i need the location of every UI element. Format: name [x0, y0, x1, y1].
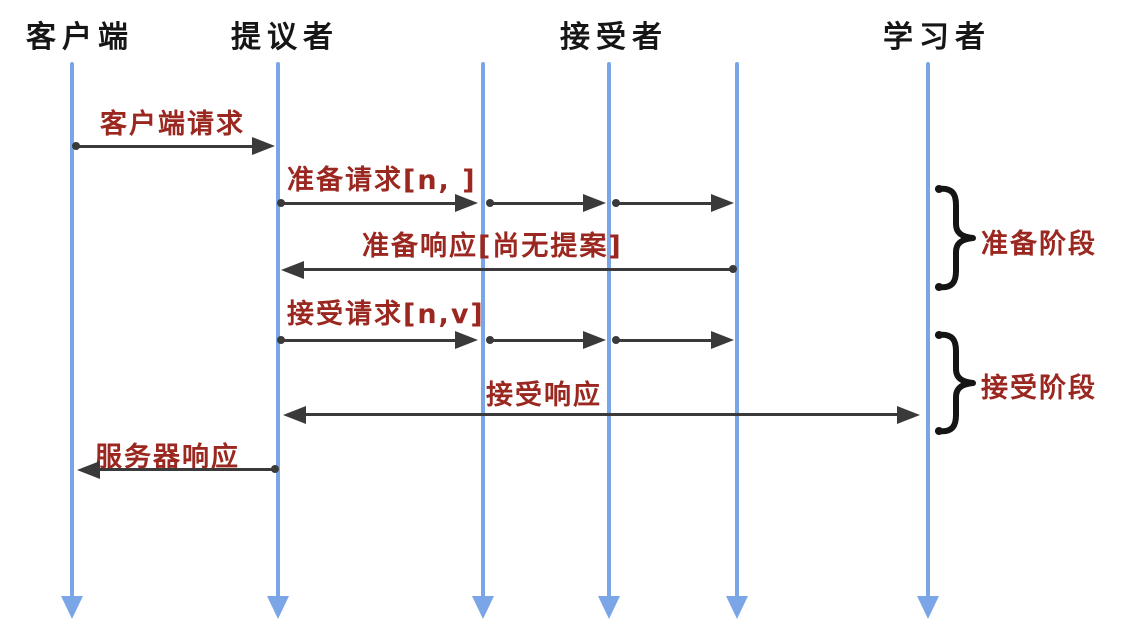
phase-label-prepare: 准备阶段: [981, 229, 1097, 260]
lifeline-line: [70, 62, 74, 600]
actor-label-learner: 学习者: [883, 20, 991, 55]
arrow-origin-dot: [271, 465, 279, 473]
arrowhead-right-icon: [252, 137, 275, 155]
message-label: 接受请求[n,v]: [287, 299, 485, 330]
message-label: 服务器响应: [95, 442, 240, 473]
actor-label-proposer: 提议者: [231, 20, 339, 55]
actor-label-acceptor: 接受者: [560, 20, 668, 55]
arrow-line: [281, 202, 458, 205]
arrow-line: [75, 145, 254, 148]
arrowhead-right-icon: [455, 331, 478, 349]
arrow-origin-dot: [729, 265, 737, 273]
lifeline-arrowhead-down-icon: [472, 596, 494, 619]
message-label: 准备响应[尚无提案]: [362, 231, 623, 262]
arrow-line: [490, 339, 586, 342]
actor-label-client: 客户端: [26, 20, 134, 55]
arrowhead-right-icon: [583, 331, 606, 349]
arrowhead-left-icon: [281, 261, 304, 279]
arrowhead-right-icon: [455, 194, 478, 212]
arrowhead-right-icon: [711, 194, 734, 212]
arrow-line: [96, 468, 274, 471]
message-label: 准备请求[n, ]: [287, 165, 477, 196]
lifeline-arrowhead-down-icon: [726, 596, 748, 619]
lifeline-line: [926, 62, 930, 600]
arrowhead-right-icon: [583, 194, 606, 212]
message-label: 接受响应: [486, 380, 602, 411]
arrow-line: [490, 202, 586, 205]
lifeline-arrowhead-down-icon: [917, 596, 939, 619]
arrowhead-left-icon: [77, 461, 100, 479]
lifeline-line: [481, 62, 485, 600]
curly-brace-accept-icon: [935, 331, 976, 435]
lifeline-line: [607, 62, 611, 600]
lifeline-line: [735, 62, 739, 600]
lifeline-arrowhead-down-icon: [61, 596, 83, 619]
arrow-line: [616, 339, 713, 342]
lifeline-line: [276, 62, 280, 600]
arrow-line: [281, 339, 458, 342]
arrowhead-right-icon: [711, 331, 734, 349]
arrow-line: [616, 202, 713, 205]
arrow-line: [300, 268, 732, 271]
arrowhead-right-icon: [897, 406, 920, 424]
lifeline-arrowhead-down-icon: [267, 596, 289, 619]
arrow-line: [302, 413, 900, 416]
message-label: 客户端请求: [100, 109, 245, 140]
curly-brace-prepare-icon: [935, 185, 976, 291]
phase-label-accept: 接受阶段: [981, 373, 1097, 404]
arrowhead-left-icon: [283, 406, 306, 424]
lifeline-arrowhead-down-icon: [598, 596, 620, 619]
